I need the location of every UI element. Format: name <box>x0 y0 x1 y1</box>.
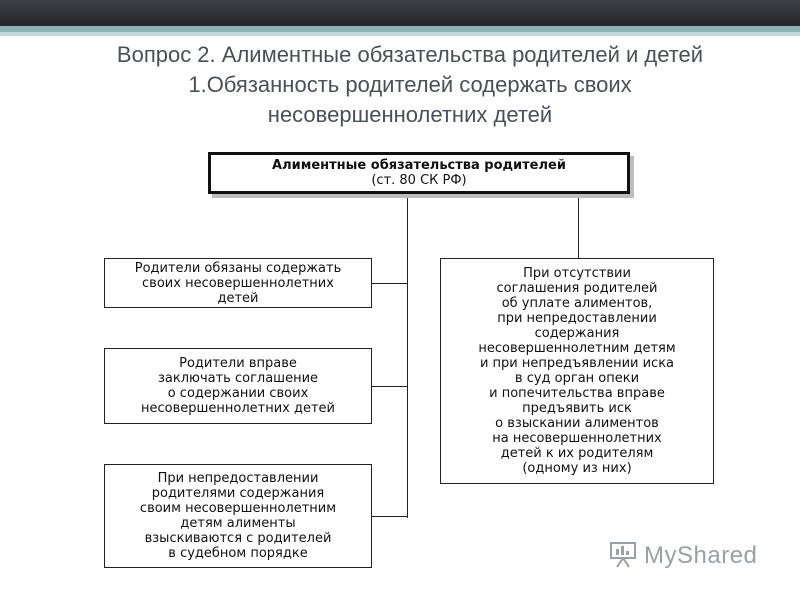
box-line: о взыскании алиментов <box>495 416 659 431</box>
box-line: (одному из них) <box>522 461 632 476</box>
watermark-logo: MyShared <box>608 538 757 574</box>
slide-title: Вопрос 2. Алиментные обязательства родит… <box>40 40 780 130</box>
box-line: об уплате алиментов, <box>501 296 653 311</box>
box-line: несовершеннолетних детей <box>140 401 336 416</box>
box-line: детям алименты <box>180 516 296 531</box>
connector-left3 <box>372 516 407 517</box>
box-line: своим несовершеннолетним <box>139 501 337 516</box>
top-box-line-1: Алиментные обязательства родителей <box>272 158 566 173</box>
box-court-recovery: При непредоставлении родителями содержан… <box>104 464 372 568</box>
connector-left1 <box>372 283 407 284</box>
top-bar <box>0 0 800 26</box>
connector-trunk-right <box>578 194 579 258</box>
watermark-text: MyShared <box>644 542 758 569</box>
box-line: в судебном порядке <box>168 546 308 561</box>
box-line: содержания <box>534 326 620 341</box>
presentation-icon <box>608 539 638 574</box>
box-line: соглашения родителей <box>496 281 658 296</box>
box-line: заключать соглашение <box>157 371 319 386</box>
accent-strip <box>0 26 800 32</box>
title-line-2: 1.Обязанность родителей содержать своих <box>188 72 632 97</box>
box-line: При непредоставлении <box>157 471 319 486</box>
box-line: и попечительства вправе <box>489 386 665 401</box>
box-line: При отсутствии <box>523 266 631 281</box>
box-line: и при непредъявлении иска <box>479 356 675 371</box>
box-line: Родители вправе <box>179 356 297 371</box>
box-line: в суд орган опеки <box>514 371 640 386</box>
box-parents-agreement: Родители вправе заключать соглашение о с… <box>104 348 372 424</box>
title-line-1: Вопрос 2. Алиментные обязательства родит… <box>116 42 704 67</box>
accent-strip-light <box>0 32 800 36</box>
box-line: взыскиваются с родителей <box>144 531 332 546</box>
box-line: несовершеннолетним детям <box>478 341 676 356</box>
box-line: Родители обязаны содержать <box>134 260 342 276</box>
box-line: своих несовершеннолетних <box>142 275 334 291</box>
box-parents-obliged: Родители обязаны содержать своих несовер… <box>104 258 372 308</box>
box-line: детей к их родителям <box>500 446 654 461</box>
box-line: о содержании своих <box>167 386 309 401</box>
box-guardianship-claim: При отсутствии соглашения родителей об у… <box>440 258 714 484</box>
box-line: родителями содержания <box>151 486 325 501</box>
box-line: детей <box>217 290 259 306</box>
title-line-3: несовершеннолетних детей <box>267 102 553 127</box>
top-box: Алиментные обязательства родителей (ст. … <box>208 152 630 194</box>
box-line: при непредоставлении <box>497 311 657 326</box>
box-line: предъявить иск <box>522 401 632 416</box>
box-line: на несовершеннолетних <box>492 431 662 446</box>
top-box-line-2: (ст. 80 СК РФ) <box>371 173 467 188</box>
connector-trunk-left <box>407 194 408 518</box>
connector-left2 <box>372 386 407 387</box>
